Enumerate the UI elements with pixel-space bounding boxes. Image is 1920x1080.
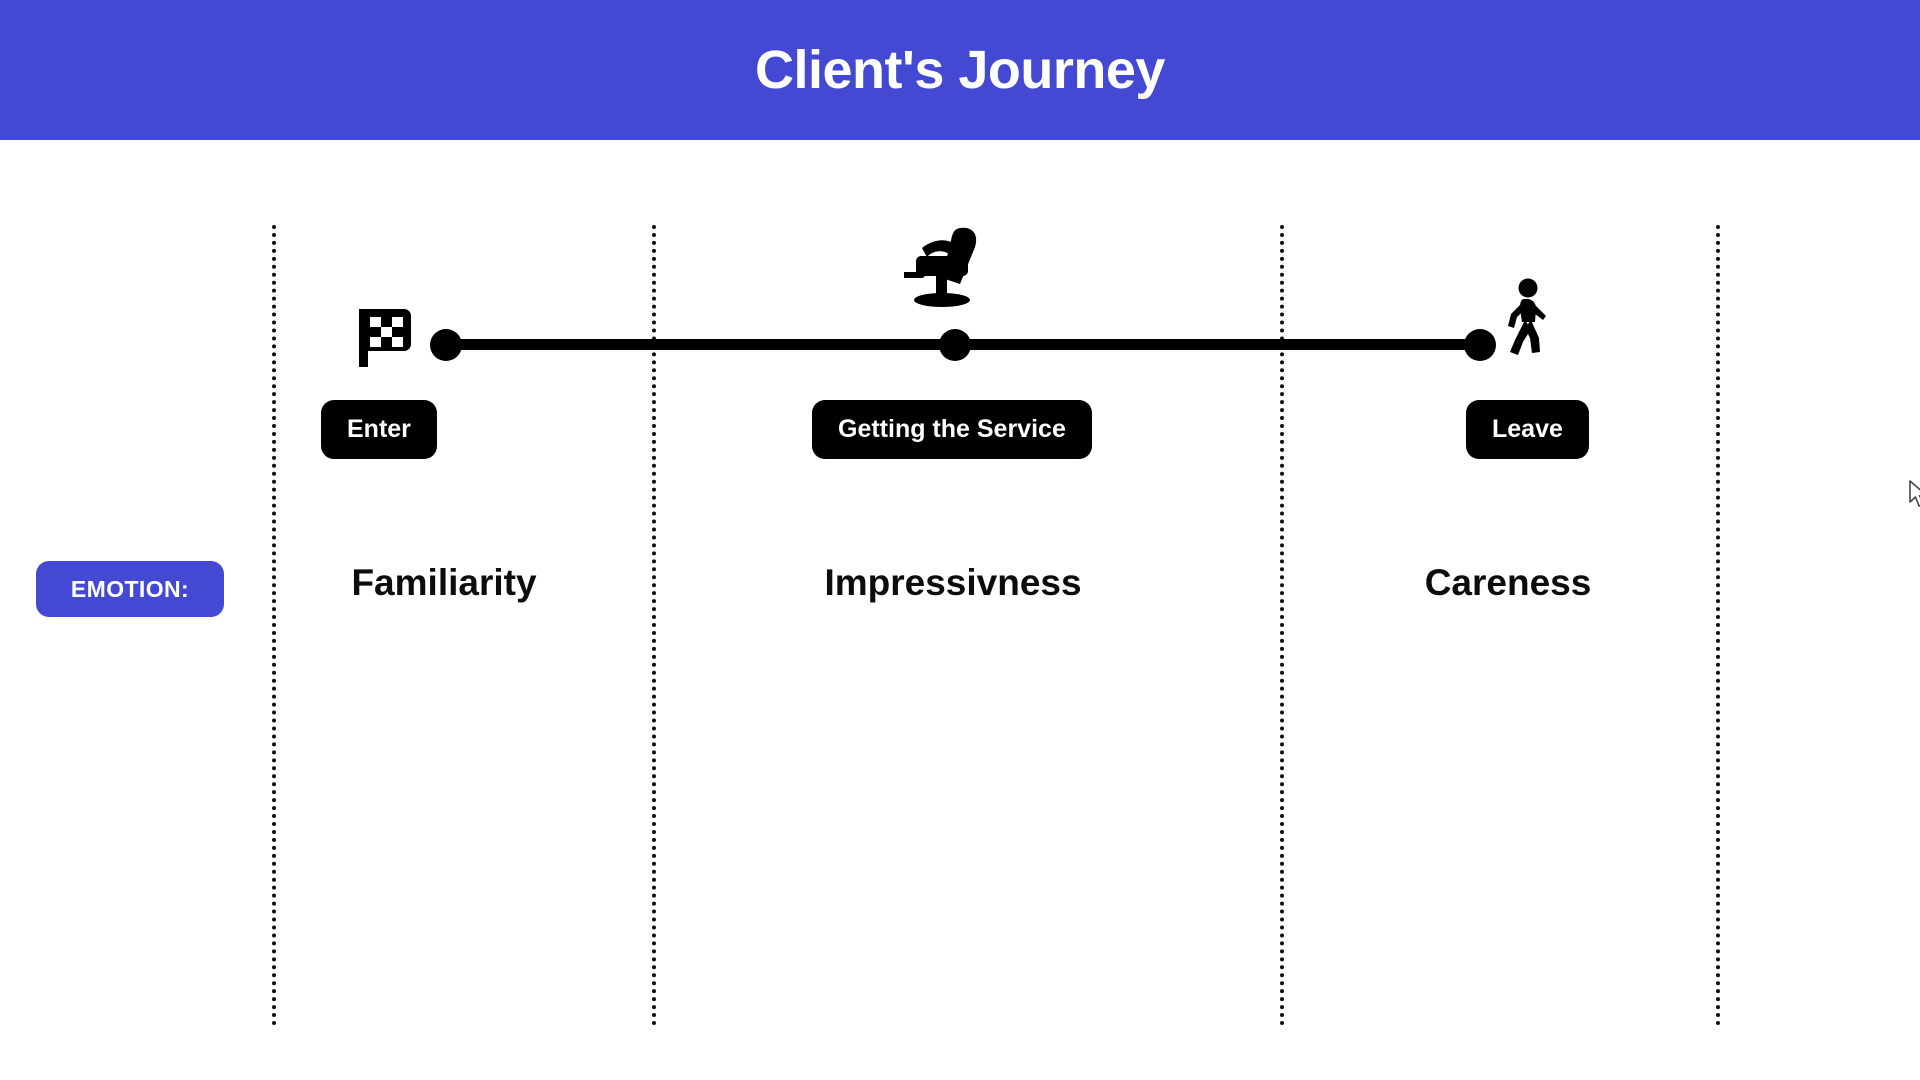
header-banner: Client's Journey bbox=[0, 0, 1920, 140]
timeline-dot-leave[interactable] bbox=[1464, 329, 1496, 361]
stage-pill-leave[interactable]: Leave bbox=[1466, 400, 1589, 459]
stage-pill-getting-the-service[interactable]: Getting the Service bbox=[812, 400, 1092, 459]
emotion-value-enter: Familiarity bbox=[351, 562, 537, 603]
timeline-dot-enter[interactable] bbox=[430, 329, 462, 361]
salon-chair-icon bbox=[900, 222, 1004, 308]
stage-pill-enter[interactable]: Enter bbox=[321, 400, 437, 459]
checkered-flag-icon bbox=[355, 305, 417, 367]
emotion-value-leave: Careness bbox=[1424, 562, 1592, 603]
walking-person-icon bbox=[1498, 278, 1554, 358]
emotion-row-badge: EMOTION: bbox=[36, 561, 224, 617]
timeline-dot-getting-the-service[interactable] bbox=[939, 329, 971, 361]
emotion-value-getting-the-service: Impressivness bbox=[824, 562, 1082, 603]
column-divider-3 bbox=[1280, 225, 1284, 1026]
column-divider-4 bbox=[1716, 225, 1720, 1026]
column-divider-1 bbox=[272, 225, 276, 1026]
column-divider-2 bbox=[652, 225, 656, 1026]
mouse-pointer-icon bbox=[1908, 480, 1920, 510]
page-title: Client's Journey bbox=[755, 40, 1165, 100]
